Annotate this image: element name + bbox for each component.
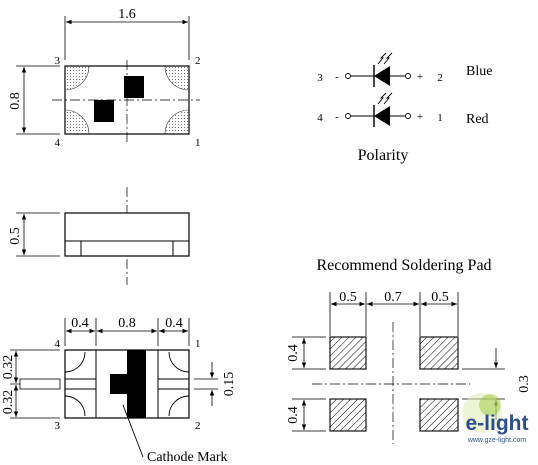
polarity-right-pin-1: 2	[437, 72, 443, 84]
polarity-color-blue: Blue	[466, 64, 492, 79]
corner-pad-1	[164, 109, 189, 134]
cathode-mark	[110, 350, 146, 418]
led-chip-red	[94, 100, 114, 122]
bottom-width-dim-2: 0.8	[118, 316, 136, 331]
bottom-pin-1: 1	[195, 338, 201, 350]
top-pin-3: 3	[55, 55, 61, 67]
solder-width-dim-1: 0.5	[339, 290, 357, 305]
solder-pad-bottom-left	[329, 398, 367, 432]
cathode-mark-label: Cathode Mark	[147, 450, 227, 465]
solder-pad-height-bottom: 0.4	[286, 406, 301, 424]
solder-pad-height-top: 0.4	[286, 344, 301, 362]
solder-pad-top-right	[419, 336, 459, 370]
bottom-width-dim-1: 0.4	[71, 316, 89, 331]
watermark-brand: e-light	[466, 412, 529, 435]
top-pin-4: 4	[55, 137, 61, 149]
bottom-view: 0.4 0.8 0.4 0.32 0.32 0.15 4	[1, 316, 237, 465]
polarity-left-pin-2: 4	[317, 112, 323, 124]
red-led-symbol	[374, 106, 390, 126]
solder-pad-top-left	[329, 336, 367, 370]
bottom-gap-dim: 0.15	[222, 372, 237, 397]
watermark-url: www.gze-light.com	[467, 437, 527, 444]
polarity-diagram: 3 - + 2 Blue 4 - + 1 Red Polarity	[317, 52, 492, 164]
solder-width-dim-2: 0.7	[384, 290, 402, 305]
polarity-left-sign-2: -	[335, 111, 339, 123]
soldering-pad-diagram: Recommend Soldering Pad 0.5 0.7 0.5 0.4 …	[286, 257, 532, 444]
polarity-left-sign-1: -	[335, 71, 339, 83]
top-view: 1.6 0.8 3 2 4 1	[8, 7, 201, 149]
bottom-height-dim-1: 0.32	[1, 355, 16, 380]
corner-pad-2	[164, 66, 189, 91]
polarity-right-sign-1: +	[417, 71, 423, 83]
solder-gap-dim: 0.3	[517, 375, 532, 393]
watermark-logo: e-light www.gze-light.com	[462, 393, 529, 444]
polarity-title: Polarity	[358, 147, 409, 164]
bottom-pin-3: 3	[55, 420, 61, 432]
bottom-height-dim-2: 0.32	[1, 390, 16, 415]
solder-pad-title: Recommend Soldering Pad	[316, 257, 491, 274]
top-width-dim: 1.6	[118, 7, 136, 22]
polarity-right-sign-2: +	[417, 111, 423, 123]
corner-pad-3	[65, 66, 90, 91]
top-pin-2: 2	[195, 55, 201, 67]
top-height-dim: 0.8	[8, 92, 23, 110]
side-view: 0.5	[8, 187, 190, 285]
polarity-color-red: Red	[466, 112, 489, 127]
bottom-width-dim-3: 0.4	[165, 316, 183, 331]
side-height-dim: 0.5	[8, 227, 23, 245]
solder-pad-bottom-right	[419, 398, 459, 432]
solder-width-dim-3: 0.5	[431, 290, 449, 305]
led-chip-blue	[124, 76, 144, 98]
bottom-pin-2: 2	[195, 420, 201, 432]
polarity-right-pin-2: 1	[437, 112, 443, 124]
blue-led-symbol	[374, 66, 390, 86]
side-body	[64, 212, 190, 257]
top-pin-1: 1	[195, 137, 201, 149]
polarity-left-pin-1: 3	[317, 72, 323, 84]
corner-pad-4	[65, 109, 90, 134]
bottom-pin-4: 4	[55, 338, 61, 350]
